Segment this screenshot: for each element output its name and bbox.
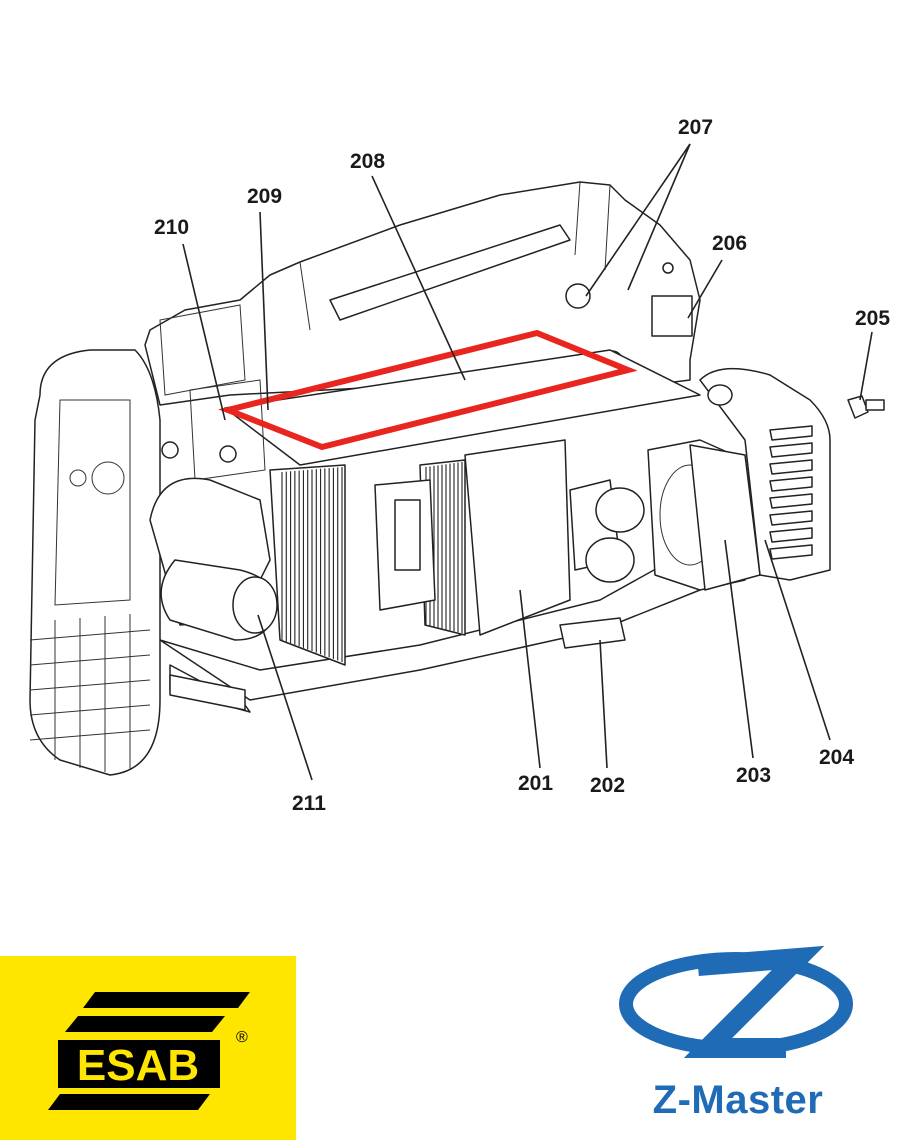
esab-wordmark: ESAB	[77, 1041, 199, 1090]
exploded-parts-diagram: 201 202 203 204 205 206 207 208 209 210 …	[29, 116, 890, 815]
callout-210: 210	[154, 216, 189, 239]
callout-203: 203	[736, 764, 771, 787]
registered-mark: ®	[236, 1029, 248, 1046]
grille-slot	[769, 527, 813, 543]
zmaster-emblem-icon	[619, 945, 853, 1058]
callout-205: 205	[855, 307, 890, 330]
fan-grille-drawing	[699, 367, 831, 581]
highlight-box	[218, 329, 638, 451]
callout-201: 201	[518, 772, 553, 795]
grille-slot	[769, 544, 813, 560]
esab-logo: ESAB ®	[0, 956, 296, 1140]
callout-204: 204	[819, 746, 854, 769]
callout-208: 208	[350, 150, 385, 173]
heatsink-left-drawing	[269, 464, 346, 666]
fan-drawing	[647, 439, 761, 591]
grille-slot	[769, 442, 813, 458]
grille-slot	[769, 425, 813, 441]
motor-drawing	[149, 477, 278, 711]
grille-slot	[769, 510, 813, 526]
leader-lines	[182, 143, 873, 781]
capacitors-drawing	[569, 479, 645, 583]
callout-202: 202	[590, 774, 625, 797]
callout-209: 209	[247, 185, 282, 208]
grille-slot	[769, 493, 813, 509]
terminal-block-202-drawing	[559, 617, 626, 649]
callout-labels: 201 202 203 204 205 206 207 208 209 210 …	[154, 116, 890, 815]
callout-206: 206	[712, 232, 747, 255]
callout-207: 207	[678, 116, 713, 139]
fitting-205-drawing	[847, 395, 885, 419]
front-panel-drawing	[29, 349, 161, 776]
grille-slot	[769, 476, 813, 492]
zmaster-logo: Z-Master	[608, 944, 888, 1140]
zmaster-wordmark: Z-Master	[652, 1078, 824, 1122]
grille-slot	[769, 459, 813, 475]
callout-211: 211	[292, 792, 326, 815]
transformer-drawing	[374, 439, 571, 636]
